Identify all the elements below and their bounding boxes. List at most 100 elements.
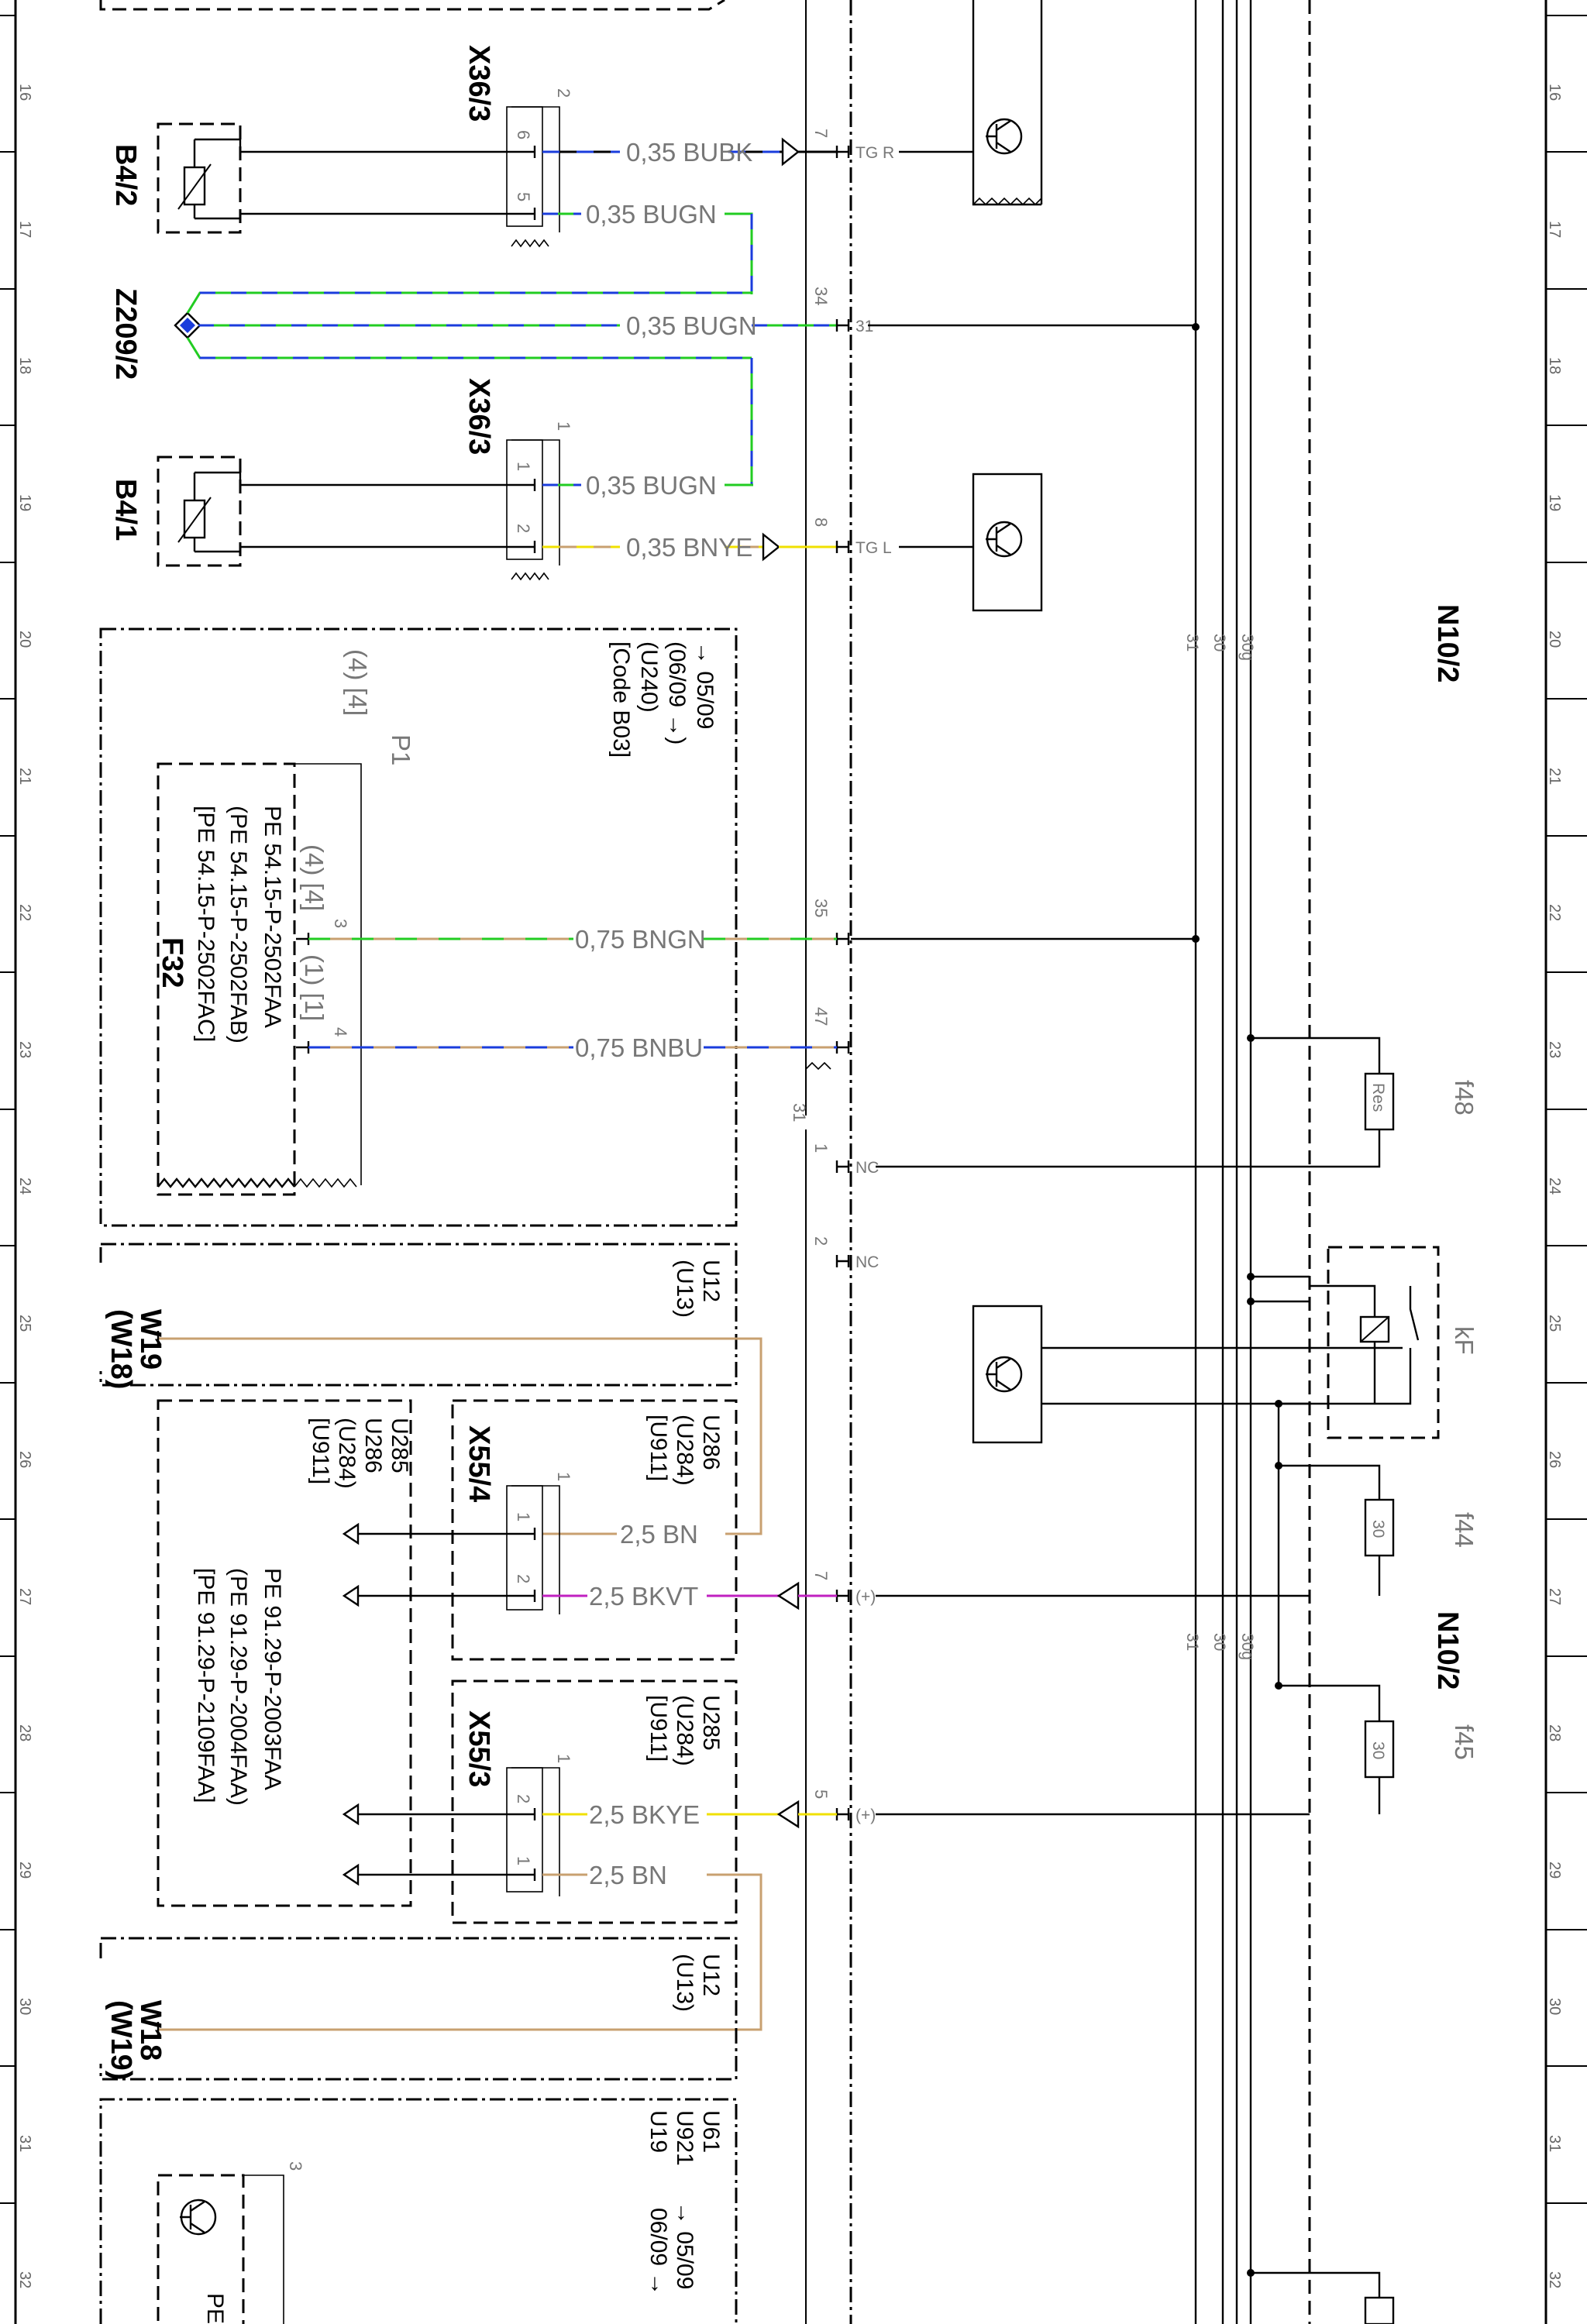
transistor-tg-l [972,473,1043,612]
grid-row-31: 31 [16,2135,33,2152]
n10-pin-47: 47 [811,1007,831,1026]
wire-label-bn-a: 2,5 BN [620,1520,698,1549]
fuse-f48-value: Res [1369,1083,1387,1112]
fuse-f48-label: f48 [1450,1080,1479,1116]
wire-label-bkye: 2,5 BKYE [589,1800,700,1829]
x55-part-number-1: (PE 91.29-P-2004FAA) [225,1568,251,1806]
p1-label: P1 [387,734,415,765]
x55-3-pin-2: 2 [514,1794,533,1803]
grid-row-22-right: 22 [1546,904,1563,921]
f32-part-number-2: [PE 54.15-P-2502FAC] [193,806,219,1042]
x36-top-pin-6: 6 [514,130,533,139]
variant-code-block5-2: [U911] [645,1695,671,1762]
x55-part-number-0: PE 91.29-P-2003FAA [260,1568,285,1790]
x55-part-number-2: [PE 91.29-P-2109FAA] [193,1568,219,1803]
grid-row-30: 30 [16,1998,33,2015]
x55-4-label: X55/4 [463,1425,495,1502]
variant-box-w19 [99,1243,738,1387]
wire-bugn-b [186,291,837,485]
bus-label-30g-b: 30g [1238,1633,1256,1660]
wire-bugn-a [542,212,753,294]
n10-connector-break [805,1061,831,1071]
f32-pin-3: 3 [331,919,350,928]
grid-row-28: 28 [16,1724,33,1741]
n10-pin-8: 8 [811,517,831,527]
variant-code-block4-2: (U284) [334,1418,360,1489]
n10-term-nc-2: NC [855,1253,879,1271]
wire-label-bugn-b: 0,35 BUGN [626,311,757,340]
grid-row-18-right: 18 [1546,357,1563,374]
fuse-f45 [1275,1466,1395,1814]
n10-2-label-bottom: N10/2 [1431,1611,1464,1690]
b4-2-to-x36-wires [240,150,519,215]
grid-row-32-right: 32 [1546,2271,1563,2288]
w19-alt-label: (W18) [105,1309,137,1389]
wire-bkye [542,1800,837,1829]
fuse-f44 [1275,1404,1395,1596]
n10-term-31: 31 [855,318,873,335]
variant-code-block1-2: (U240) [636,641,662,713]
b4-2-label: B4/2 [109,144,142,206]
x36-top-pin-5: 5 [514,192,533,201]
variant-code-block3-2: [U911] [645,1415,671,1481]
fuse-f48 [1247,1034,1395,1168]
variant-box-w18 [99,1937,738,2081]
variant-box-f32 [99,627,738,1227]
grid-row-21-right: 21 [1546,768,1563,785]
x55-3-pin-count: 1 [554,1754,573,1763]
wire-bn-a [157,1331,763,1535]
x36-3-bottom-label: X36/3 [463,378,495,455]
wire-label-bn-b: 2,5 BN [589,1861,667,1889]
x36-bottom-pin-2: 2 [514,524,533,533]
x36-3-top-label: X36/3 [463,45,495,122]
variant-code-block7-1: U921 [672,2110,697,2166]
grid-row-25-right: 25 [1546,1315,1563,1332]
grid-row-27-right: 27 [1546,1588,1563,1605]
z209-2-splice [174,311,201,339]
grid-row-20-right: 20 [1546,631,1563,648]
variant-code-block6-1: (U13) [672,1954,697,2012]
variant-code-block1-1: (06/09 →) [664,641,690,744]
w18-label: W18 [134,2000,167,2061]
grid-row-23-right: 23 [1546,1041,1563,1058]
grid-row-32: 32 [16,2271,33,2288]
wire-label-bngn: 0,75 BNGN [575,925,706,954]
f32-pin-3-alt: (4) [4] [300,844,329,911]
n10-term-tgr: TG R [855,144,894,162]
n10-term-plus-2: (+) [855,1807,876,1824]
n10-pin-5: 5 [811,1789,831,1799]
variant-code-block7-4: 06/09 → [645,2208,671,2295]
b4-1-to-x36-wires [240,483,519,548]
n10-pin-7b: 7 [811,1571,831,1580]
fuse-bottom-stub [1247,2269,1395,2324]
n10-pin-34: 34 [811,287,831,305]
n10-pin-1: 1 [811,1143,831,1153]
x36-3-top-connector [506,106,560,247]
f32-pin-4-alt: (1) [1] [300,954,329,1021]
variant-code-block1-0: → 05/09 [692,641,718,729]
b4-1-sensor [157,456,242,567]
x55-3-pin-1: 1 [514,1856,533,1865]
f32-pin-4: 4 [331,1027,350,1037]
bottom-part-number: PE [202,2293,228,2324]
f32-part-number-1: (PE 54.15-P-2502FAB) [225,806,251,1043]
transistor-kf [972,1305,1310,1444]
variant-code-block4-1: U286 [360,1418,386,1473]
x55-3-label: X55/3 [463,1710,495,1787]
grid-row-19-right: 19 [1546,494,1563,511]
relay-kf-label: kF [1450,1326,1479,1355]
bus-label-30-b: 30 [1210,1633,1228,1651]
grid-row-26: 26 [16,1451,33,1468]
n10-internal-wiring [851,150,1310,1816]
variant-code-block1-3: [Code B03] [608,641,634,758]
n10-2-label-top: N10/2 [1431,604,1464,682]
x36-bottom-pin-count: 1 [554,421,573,431]
fuse-f45-label: f45 [1450,1724,1479,1760]
grid-row-24-right: 24 [1546,1177,1563,1195]
wire-bubk [542,137,837,167]
wire-label-bugn-a: 0,35 BUGN [586,200,717,229]
grid-row-17: 17 [16,221,33,238]
x36-bottom-pin-1: 1 [514,462,533,471]
x36-3-bottom-connector [506,439,560,580]
